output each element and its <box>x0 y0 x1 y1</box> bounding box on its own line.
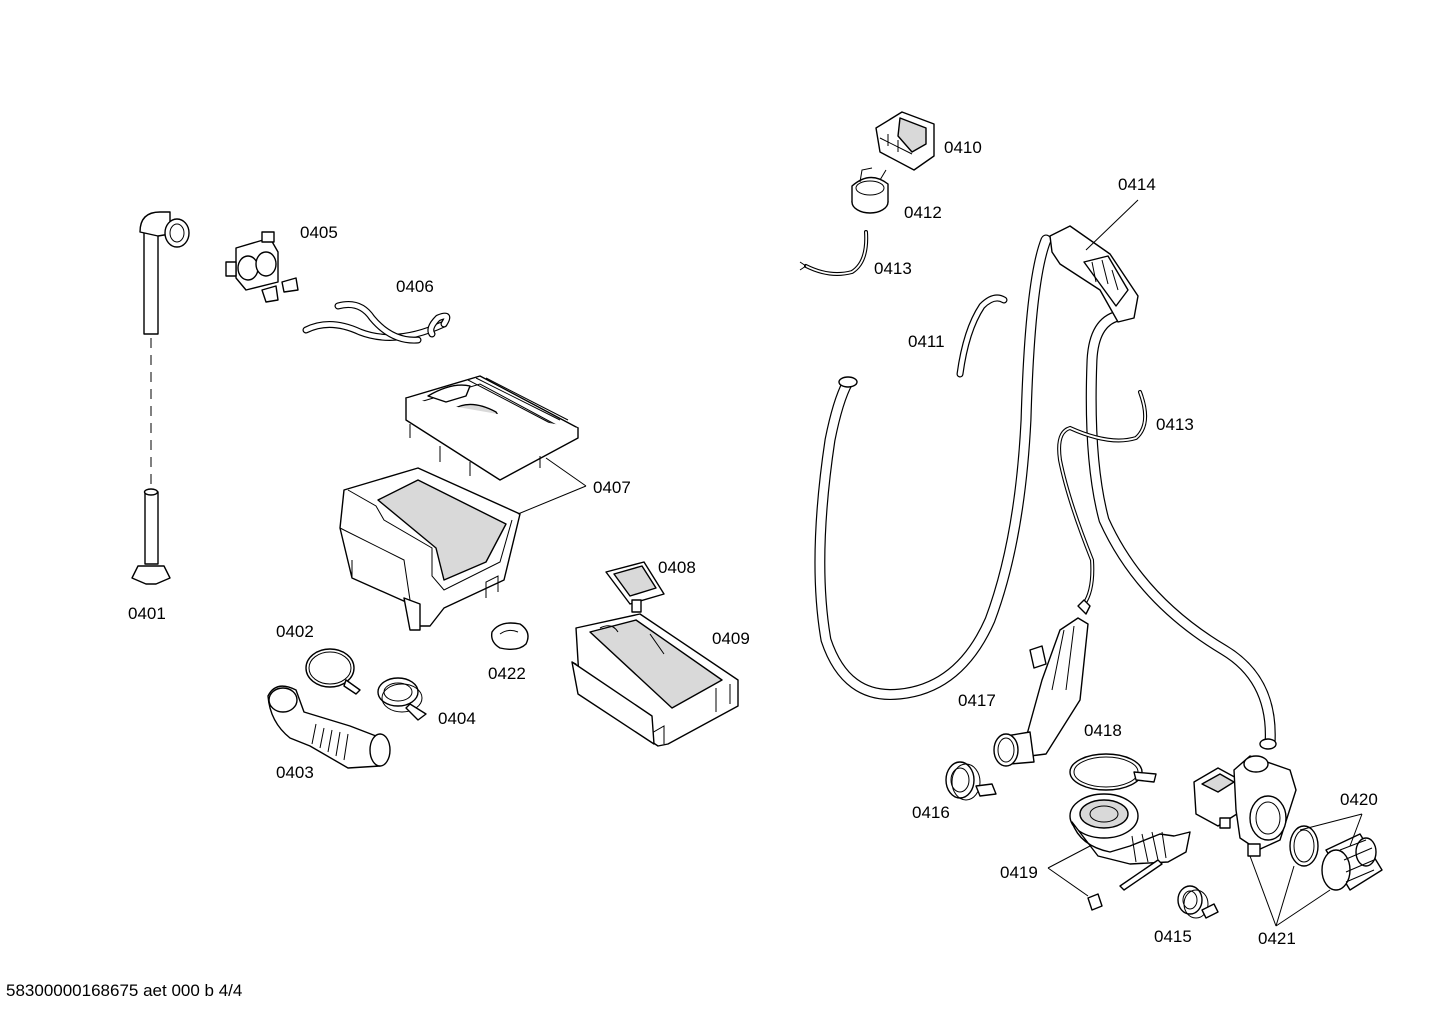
label-0404: 0404 <box>438 709 476 728</box>
part-0413-wire-right <box>1057 390 1148 606</box>
part-0421-filter-set <box>1249 813 1383 927</box>
part-0403-bellows <box>267 685 391 769</box>
part-0419-sump-bellows <box>1047 793 1191 911</box>
part-0416-spring-clamp <box>945 761 997 801</box>
part-0412-pressure-switch <box>851 167 889 214</box>
label-0413-top: 0413 <box>874 259 912 278</box>
part-0418-clamp-ring <box>1069 753 1157 791</box>
label-0412: 0412 <box>904 203 942 222</box>
label-0419: 0419 <box>1000 863 1038 882</box>
label-0410: 0410 <box>944 138 982 157</box>
label-0421: 0421 <box>1258 929 1296 948</box>
label-0415: 0415 <box>1154 927 1192 946</box>
label-0403: 0403 <box>276 763 314 782</box>
part-0415-spring-clamp <box>1177 885 1219 919</box>
part-0402-hose-clamp <box>305 648 361 695</box>
label-0402: 0402 <box>276 622 314 641</box>
label-0417: 0417 <box>958 691 996 710</box>
label-0413-right: 0413 <box>1156 415 1194 434</box>
part-labels: 0401 0402 0403 0404 0405 0406 0407 0408 … <box>128 138 1378 948</box>
label-0408: 0408 <box>658 558 696 577</box>
label-0416: 0416 <box>912 803 950 822</box>
label-0409: 0409 <box>712 629 750 648</box>
part-0422-cap <box>490 622 529 651</box>
label-0405: 0405 <box>300 223 338 242</box>
label-0407: 0407 <box>593 478 631 497</box>
part-0414-hoses <box>814 199 1277 750</box>
document-footer-id: 58300000168675 aet 000 b 4/4 <box>6 981 243 1000</box>
part-0404-spring-clamp <box>377 677 427 721</box>
label-0411: 0411 <box>908 332 945 351</box>
label-0414: 0414 <box>1118 175 1156 194</box>
part-0406-hoses <box>302 301 451 344</box>
part-0409-detergent-drawer <box>571 613 739 747</box>
label-0420: 0420 <box>1340 790 1378 809</box>
label-0401: 0401 <box>128 604 166 623</box>
part-0401-inlet-hose <box>131 211 190 585</box>
label-0406: 0406 <box>396 277 434 296</box>
label-0418: 0418 <box>1084 721 1122 740</box>
part-0417-air-trap <box>993 599 1091 767</box>
part-0410-bracket <box>875 111 935 171</box>
part-0407-dispenser-housing <box>339 375 587 631</box>
part-0411-small-hose <box>956 294 1008 378</box>
label-0422: 0422 <box>488 664 526 683</box>
part-0413-wire-top <box>799 230 869 276</box>
part-0405-inlet-valve <box>225 231 299 303</box>
part-0420-drain-pump <box>1193 755 1297 857</box>
part-0408-lever <box>605 561 665 613</box>
